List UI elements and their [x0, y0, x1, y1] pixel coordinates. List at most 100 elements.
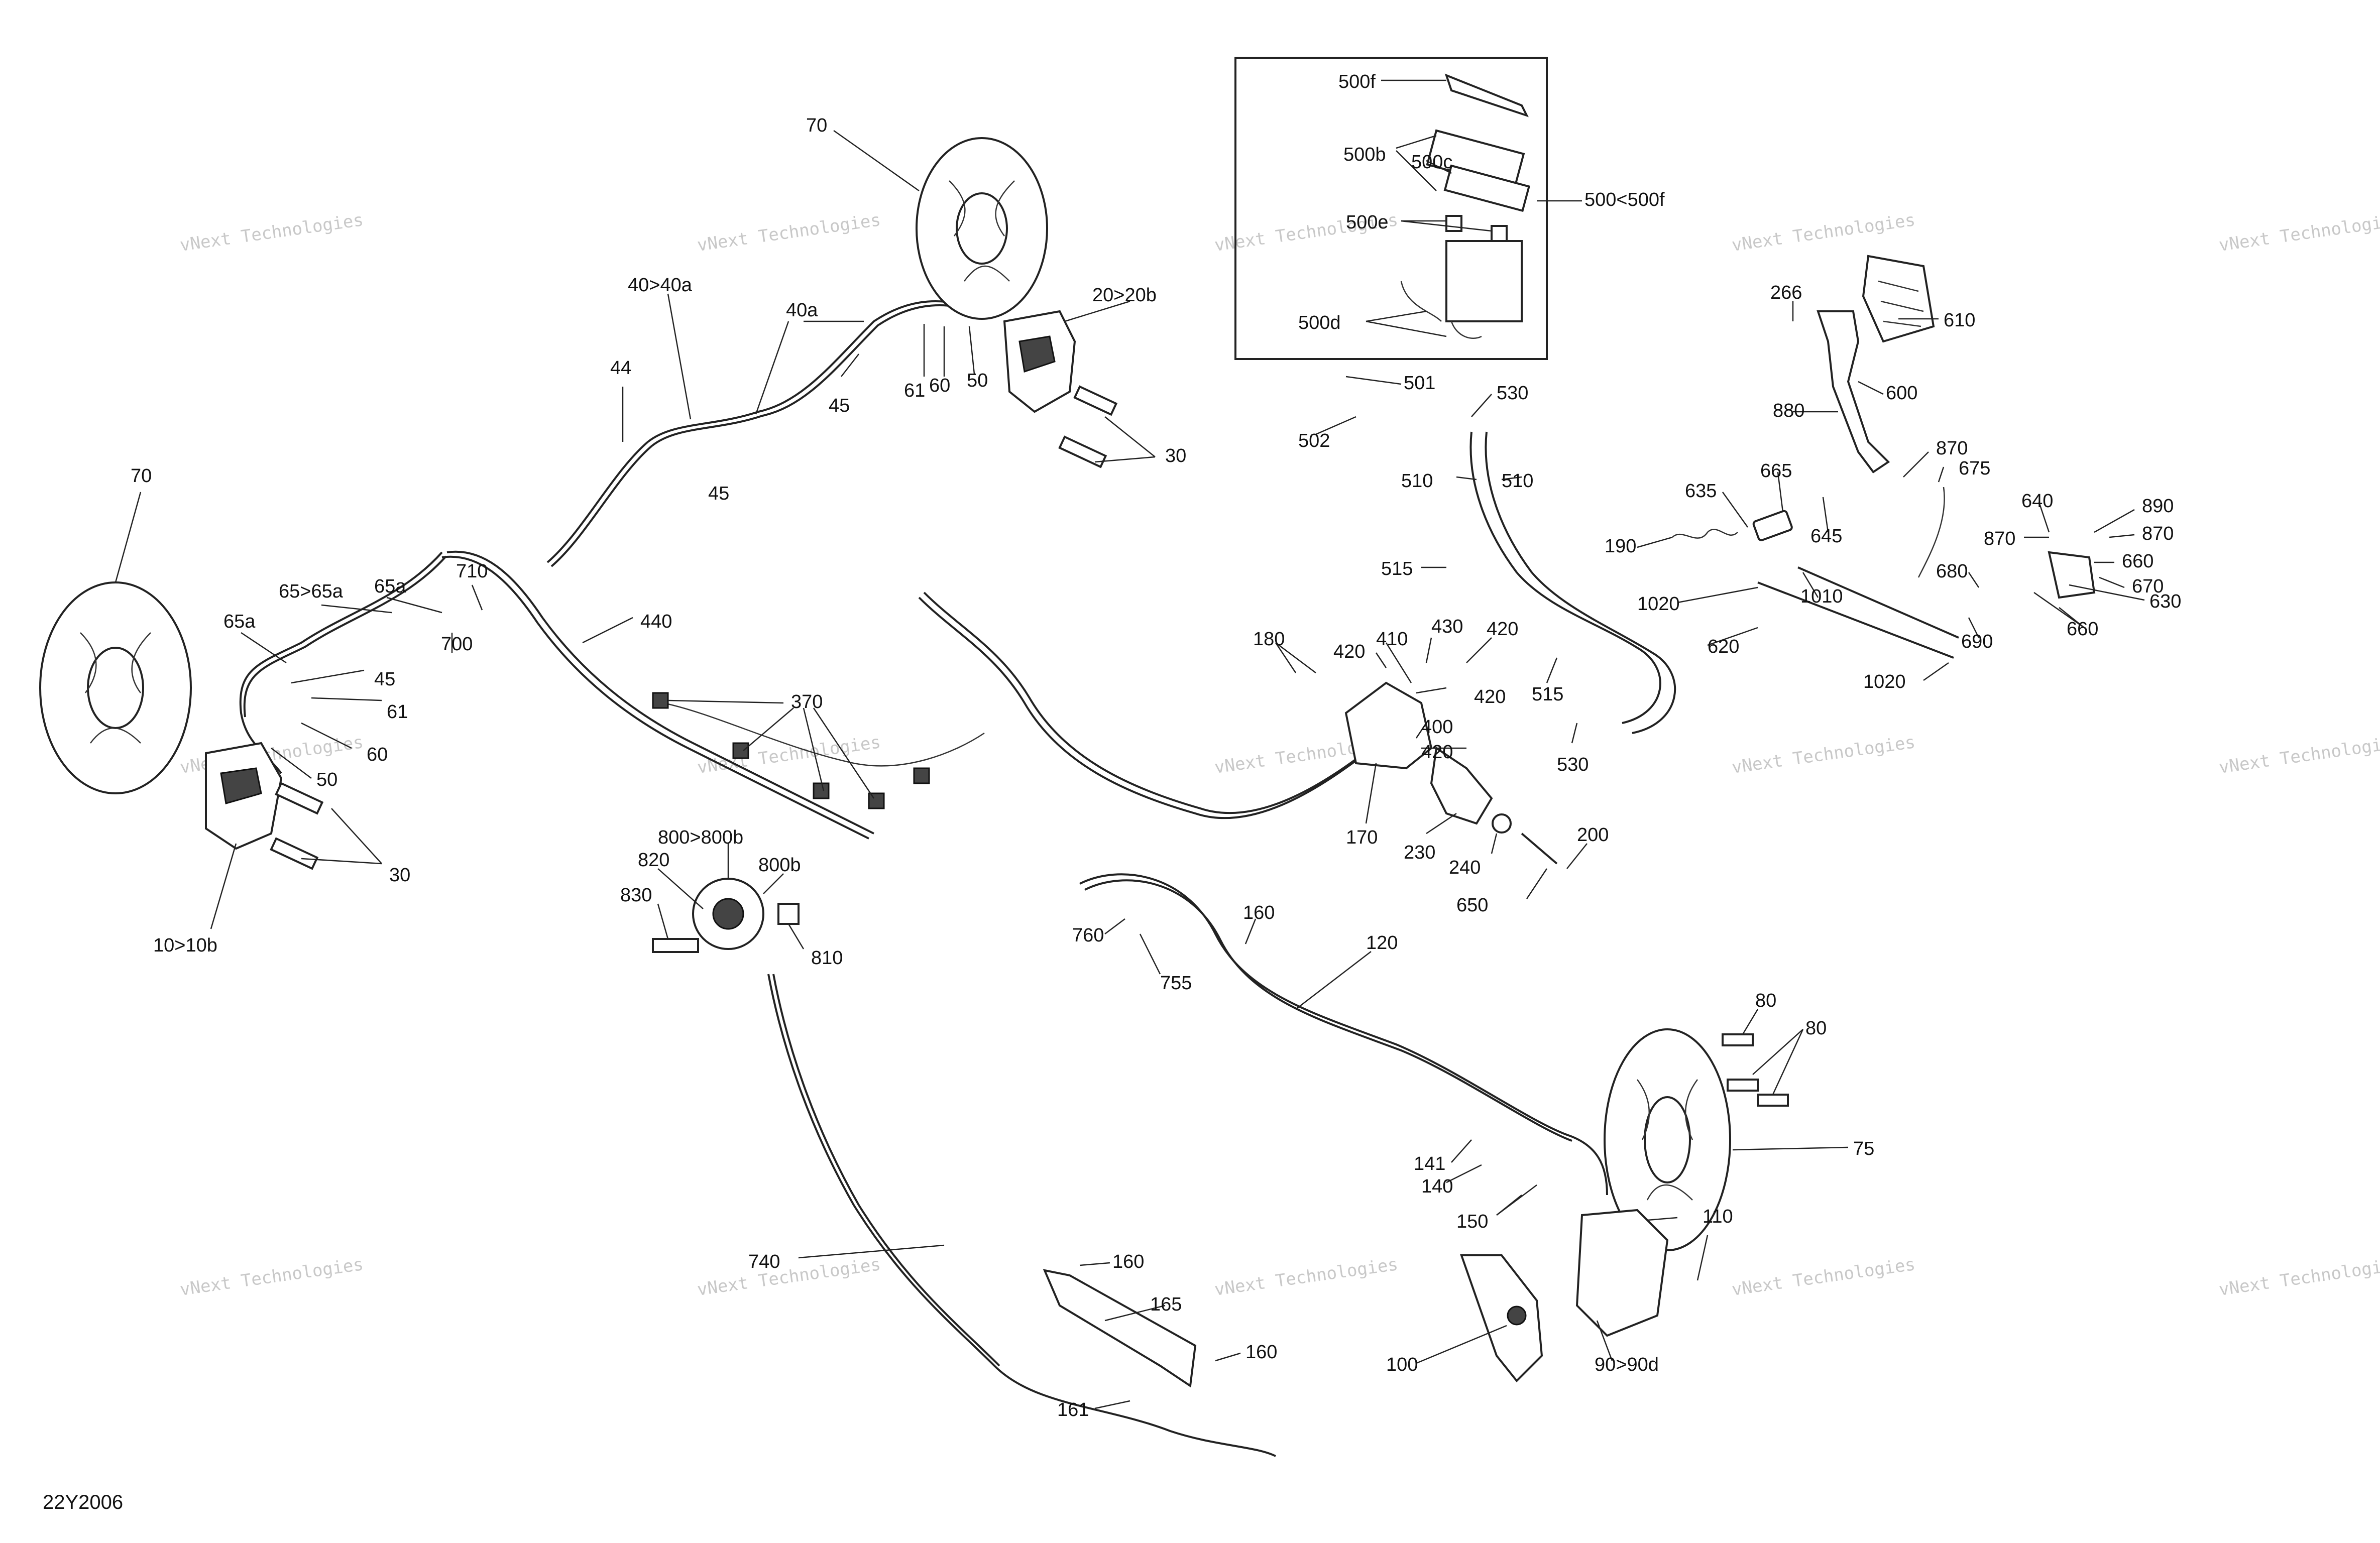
callout-label: 500f — [1338, 71, 1376, 92]
callout-label: 610 — [1944, 310, 1975, 331]
callout-label: 70 — [131, 465, 152, 487]
front-caliper-right — [1003, 310, 1076, 413]
callout-label: 515 — [1532, 684, 1563, 705]
pedal-pad-610 — [1862, 255, 1935, 343]
callout-label: 760 — [1072, 925, 1104, 946]
callout-label: 600 — [1886, 383, 1917, 404]
callout-label: 420 — [1333, 641, 1365, 662]
pivot-bushing-665 — [1752, 510, 1793, 541]
callout-label: 500d — [1298, 312, 1341, 333]
watermark: vNext Technologies — [696, 732, 882, 778]
watermark: vNext Technologies — [2218, 732, 2380, 778]
front-brake-disc-left — [39, 581, 192, 794]
watermark-text: vNext Technologies — [2218, 732, 2380, 778]
bolt-80 — [1722, 1033, 1754, 1046]
reservoir-hose-510-b — [1485, 431, 1676, 734]
callout-label: 690 — [1961, 631, 1993, 652]
callout-label: 370 — [791, 691, 823, 713]
bolt-80 — [1757, 1094, 1789, 1107]
bolt — [1058, 435, 1107, 468]
brake-line-master-front-b — [923, 591, 1372, 814]
reservoir-grommet-500e — [1445, 215, 1462, 232]
boot-230 — [1430, 746, 1493, 825]
reservoir-hose-510 — [1469, 431, 1661, 724]
callout-label: 870 — [1936, 438, 1968, 459]
bracket-hole — [1507, 1305, 1527, 1326]
callout-label: 500e — [1346, 212, 1389, 233]
watermark: vNext Technologies — [1731, 1254, 1916, 1300]
callout-label: 160 — [1112, 1251, 1144, 1272]
watermark-text: vNext Technologies — [2218, 210, 2380, 256]
reservoir-grommet-500e — [1491, 225, 1508, 242]
front-brake-disc-top — [916, 137, 1048, 320]
callout-label: 80 — [1805, 1018, 1827, 1039]
callout-label: 100 — [1386, 1354, 1418, 1375]
callout-label: 1010 — [1800, 586, 1843, 607]
sensor-wire-675 — [1917, 487, 1945, 578]
callout-label: 160 — [1243, 902, 1275, 923]
ring-240 — [1492, 813, 1512, 834]
caliper-piston — [220, 767, 262, 804]
watermark: vNext Technologies — [2218, 210, 2380, 256]
brake-line-120-b — [1084, 879, 1572, 1142]
watermark-text: vNext Technologies — [1731, 1254, 1916, 1300]
reservoir-body — [1445, 240, 1523, 322]
callout-label: 1020 — [1637, 594, 1680, 615]
callout-label: 200 — [1577, 824, 1609, 846]
callout-label: 880 — [1773, 400, 1804, 421]
callout-label: 500b — [1343, 144, 1386, 165]
callout-label: 170 — [1346, 827, 1378, 848]
brake-line-120 — [1079, 873, 1608, 1196]
callout-label: 755 — [1160, 973, 1192, 994]
callout-label: 1020 — [1863, 671, 1906, 692]
callout-label: 530 — [1557, 754, 1589, 775]
callout-label: 30 — [1165, 445, 1186, 466]
callout-label: 502 — [1298, 430, 1330, 451]
callout-label: 810 — [811, 947, 843, 969]
callout-label: 620 — [1708, 636, 1739, 657]
bracket-165 — [1043, 1269, 1197, 1388]
callout-label: 420 — [1421, 742, 1453, 763]
abs-connectors — [652, 692, 930, 809]
watermark: vNext Technologies — [696, 1254, 882, 1300]
park-brake-cable-740-b — [772, 974, 1000, 1367]
disc-hub — [1644, 1096, 1691, 1183]
callout-label: 180 — [1253, 629, 1285, 650]
callout-label: 800b — [758, 855, 801, 876]
callout-label: 510 — [1502, 470, 1533, 492]
disc-slots — [1636, 1079, 1698, 1201]
callout-label: 61 — [904, 380, 925, 401]
callout-label: 75 — [1853, 1138, 1874, 1159]
callout-label: 440 — [640, 611, 672, 632]
brake-line-65 — [239, 551, 443, 774]
callout-label: 645 — [1810, 526, 1842, 547]
callout-label: 150 — [1456, 1211, 1488, 1232]
bolt — [275, 782, 324, 815]
parking-brake-actuator — [652, 878, 800, 953]
diagram-code: 22Y2006 — [43, 1491, 123, 1513]
callout-label: 50 — [316, 769, 337, 790]
brake-line-440 — [446, 550, 874, 835]
callout-label: 740 — [748, 1251, 780, 1272]
callout-label: 30 — [389, 865, 410, 886]
caliper-bracket-100 — [1460, 1254, 1543, 1382]
brake-line-65-b — [243, 555, 447, 718]
pedal-pad-grip — [1878, 280, 1924, 327]
brake-line-master-front — [918, 597, 1367, 819]
reservoir-seal-500c — [1443, 164, 1530, 212]
callout-label: 500<500f — [1584, 189, 1665, 210]
connector — [868, 792, 885, 809]
disc-slots — [949, 180, 1015, 282]
callout-label: 650 — [1456, 895, 1488, 916]
actuator-hub — [712, 898, 744, 930]
callout-label: 630 — [2149, 591, 2181, 612]
callout-label: 266 — [1770, 282, 1802, 303]
callout-label: 45 — [829, 395, 850, 416]
callout-label: 870 — [1984, 528, 2015, 549]
callout-label: 230 — [1404, 842, 1435, 863]
caliper-bolts-top — [1058, 385, 1118, 468]
callout-label: 120 — [1366, 932, 1398, 954]
brake-switch-630 — [2048, 551, 2096, 599]
callout-label: 65>65a — [279, 581, 344, 602]
